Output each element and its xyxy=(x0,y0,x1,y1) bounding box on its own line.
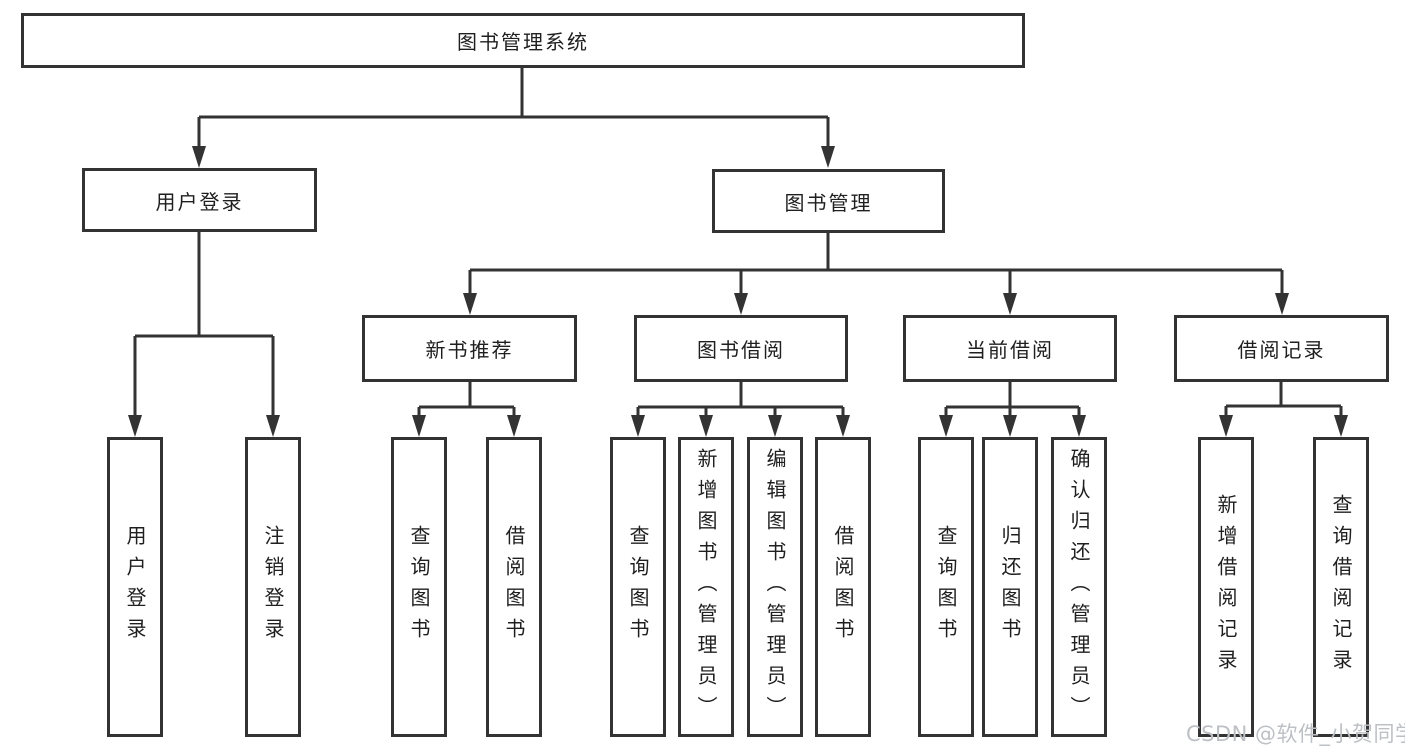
node-root: 图书管理系统 xyxy=(21,13,1025,68)
node-book-management-label: 图书管理 xyxy=(784,190,873,215)
leaf-logout-label: 注销登录 xyxy=(261,525,285,649)
node-borrow-records: 借阅记录 xyxy=(1174,315,1389,382)
leaf-return-book-label: 归还图书 xyxy=(998,525,1022,649)
node-book-borrow-label: 图书借阅 xyxy=(697,338,785,362)
leaf-edit-book-admin: 编辑图书（管理员） xyxy=(747,437,803,737)
node-current-borrow: 当前借阅 xyxy=(903,315,1117,382)
leaf-query-borrow-record-label: 查询借阅记录 xyxy=(1329,494,1353,680)
leaf-confirm-return-admin: 确认归还（管理员） xyxy=(1051,437,1107,737)
connector-new-book-recommend-split xyxy=(412,382,521,437)
connector-user-login-split xyxy=(128,232,280,437)
connector-book-management-split xyxy=(463,233,1289,315)
connector-root-split xyxy=(192,68,835,168)
leaf-borrow-books-recommend-label: 借阅图书 xyxy=(502,525,526,649)
node-borrow-records-label: 借阅记录 xyxy=(1237,338,1326,362)
node-root-label: 图书管理系统 xyxy=(457,30,589,54)
leaf-add-book-admin: 新增图书（管理员） xyxy=(678,437,734,737)
leaf-borrow-books-borrow-label: 借阅图书 xyxy=(831,525,855,649)
leaf-add-borrow-record: 新增借阅记录 xyxy=(1198,437,1254,737)
leaf-borrow-books-recommend: 借阅图书 xyxy=(486,437,542,737)
connector-current-borrow-split xyxy=(939,382,1086,437)
leaf-query-books-borrow: 查询图书 xyxy=(610,437,666,737)
leaf-query-books-recommend-label: 查询图书 xyxy=(407,525,431,649)
leaf-user-login: 用户登录 xyxy=(107,437,163,737)
leaf-borrow-books-borrow: 借阅图书 xyxy=(815,437,871,737)
leaf-query-books-current-label: 查询图书 xyxy=(934,525,958,649)
node-user-login: 用户登录 xyxy=(82,168,317,232)
connector-borrow-records-split xyxy=(1219,382,1348,437)
leaf-user-login-label: 用户登录 xyxy=(123,525,147,649)
leaf-return-book: 归还图书 xyxy=(982,437,1038,737)
leaf-confirm-return-admin-label: 确认归还（管理员） xyxy=(1067,447,1091,727)
node-user-login-label: 用户登录 xyxy=(155,189,244,214)
leaf-query-books-recommend: 查询图书 xyxy=(391,437,447,737)
node-book-management: 图书管理 xyxy=(712,169,945,233)
connector-book-borrow-split xyxy=(631,382,850,437)
leaf-edit-book-admin-label: 编辑图书（管理员） xyxy=(763,447,787,727)
node-new-book-recommend: 新书推荐 xyxy=(362,315,577,382)
csdn-watermark: CSDN @软件_小贺同学 xyxy=(1186,722,1405,746)
leaf-query-books-current: 查询图书 xyxy=(918,437,974,737)
node-current-borrow-label: 当前借阅 xyxy=(966,338,1054,362)
leaf-add-book-admin-label: 新增图书（管理员） xyxy=(694,447,718,727)
node-book-borrow: 图书借阅 xyxy=(634,315,848,382)
leaf-add-borrow-record-label: 新增借阅记录 xyxy=(1214,494,1238,680)
leaf-logout: 注销登录 xyxy=(245,437,301,737)
leaf-query-books-borrow-label: 查询图书 xyxy=(626,525,650,649)
node-new-book-recommend-label: 新书推荐 xyxy=(425,338,514,362)
leaf-query-borrow-record: 查询借阅记录 xyxy=(1313,437,1369,737)
